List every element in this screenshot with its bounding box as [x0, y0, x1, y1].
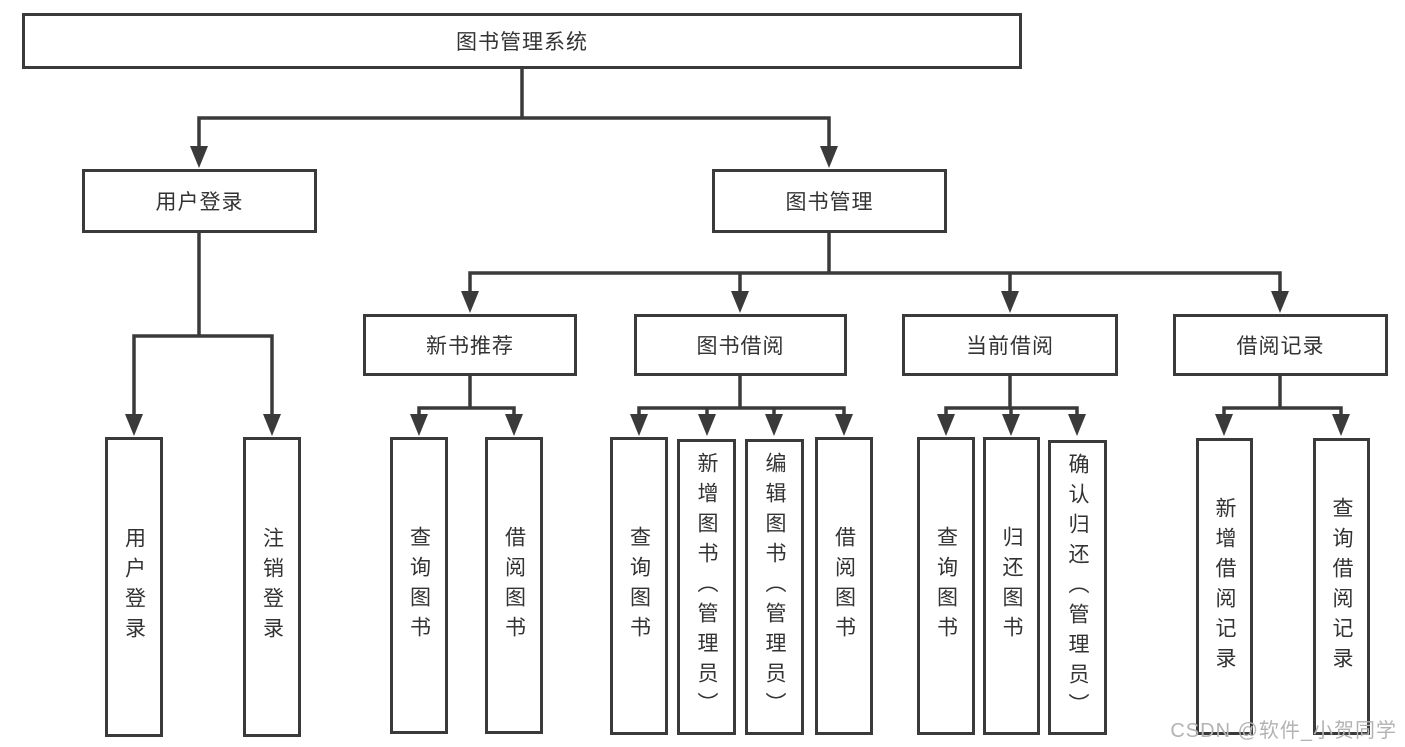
leaf-user-login: 用户登录	[105, 437, 163, 737]
node-label: 新增借阅记录	[1213, 496, 1236, 677]
node-label: 查询图书	[934, 526, 958, 646]
node-label: 用户登录	[122, 527, 146, 647]
node-label: 图书管理	[785, 191, 874, 214]
node-label: 借阅图书	[832, 526, 856, 646]
node-label: 借阅图书	[502, 525, 526, 646]
leaf-logout: 注销登录	[243, 437, 301, 737]
node-label: 图书管理系统	[456, 31, 588, 54]
node-current-borrowing: 当前借阅	[902, 314, 1118, 376]
connector-login-elbow	[132, 334, 274, 420]
node-label: 编辑图书（管理员）	[763, 452, 786, 722]
leaf-nb-query-books: 查询图书	[390, 437, 448, 734]
leaf-bb-borrow-books: 借阅图书	[815, 437, 873, 735]
leaf-cb-return-books: 归还图书	[983, 437, 1040, 735]
node-label: 确认归还（管理员）	[1066, 452, 1089, 723]
node-label: 查询借阅记录	[1330, 496, 1353, 677]
connector-level3-elbow	[468, 271, 1282, 297]
leaf-bb-edit-books-admin: 编辑图书（管理员）	[745, 439, 804, 735]
node-label: 图书借阅	[696, 335, 785, 358]
node-label: 归还图书	[1000, 526, 1023, 646]
leaf-bb-query-books: 查询图书	[610, 437, 668, 735]
node-book-management-group: 图书管理	[712, 169, 947, 233]
node-label: 当前借阅	[966, 335, 1054, 358]
node-label: 注销登录	[260, 527, 284, 647]
leaf-br-query-record: 查询借阅记录	[1313, 438, 1370, 735]
node-borrowing-records: 借阅记录	[1173, 314, 1388, 376]
node-root: 图书管理系统	[22, 13, 1022, 69]
node-label: 新书推荐	[426, 335, 514, 358]
node-new-book-recommend: 新书推荐	[363, 314, 577, 376]
connector-level2-elbow	[197, 116, 831, 150]
node-label: 借阅记录	[1236, 335, 1325, 358]
node-label: 新增图书（管理员）	[695, 452, 718, 722]
node-label: 查询图书	[627, 526, 651, 646]
csdn-watermark: CSDN @软件_小贺同学	[1170, 720, 1397, 742]
node-label: 用户登录	[155, 191, 244, 214]
leaf-br-add-record: 新增借阅记录	[1196, 438, 1253, 735]
leaf-cb-query-books: 查询图书	[917, 437, 975, 735]
node-label: 查询图书	[407, 525, 431, 646]
node-book-borrowing: 图书借阅	[634, 314, 847, 376]
node-user-login-group: 用户登录	[82, 169, 317, 233]
arrowheads	[125, 146, 1350, 436]
leaf-cb-confirm-return-admin: 确认归还（管理员）	[1048, 440, 1107, 735]
leaf-bb-add-books-admin: 新增图书（管理员）	[677, 439, 736, 735]
leaf-nb-borrow-books: 借阅图书	[485, 437, 543, 734]
